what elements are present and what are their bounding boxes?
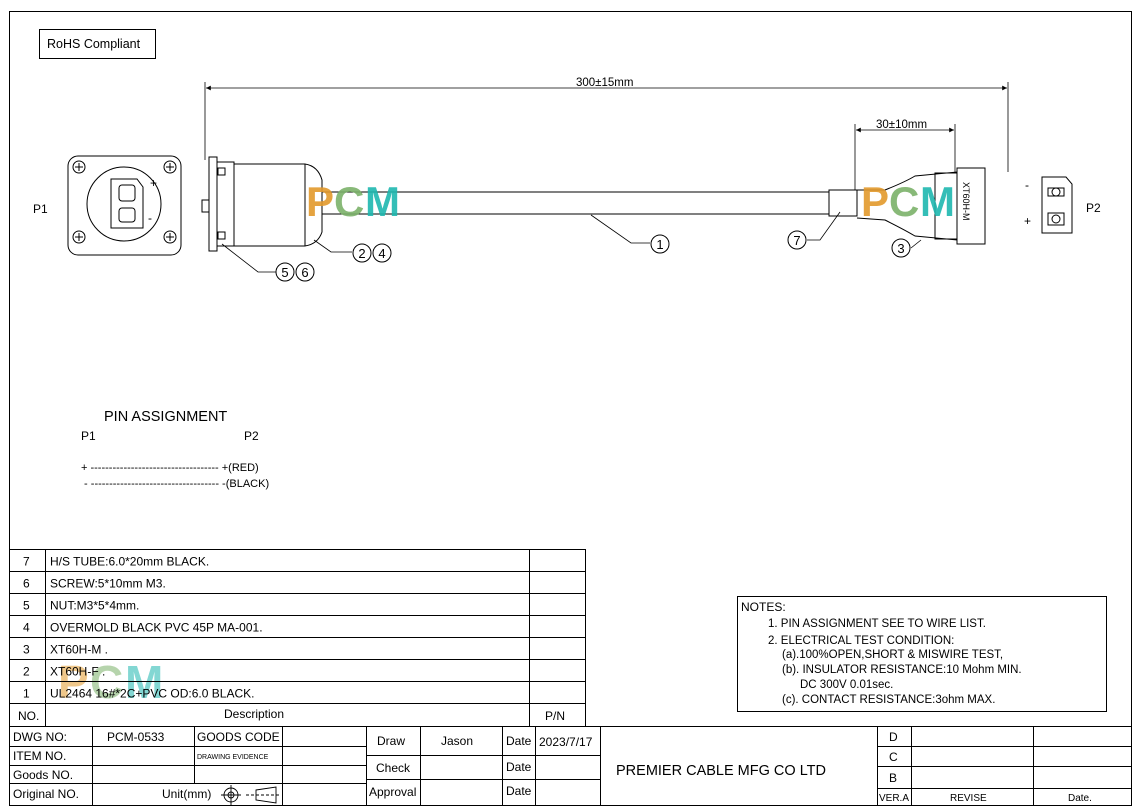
watermark-left-c: C [334, 178, 364, 225]
bom-row-no: 7 [23, 555, 30, 569]
notes-line-2: 2. ELECTRICAL TEST CONDITION: [768, 635, 954, 647]
callout-5: 5 [275, 262, 295, 282]
dwg-no-label: DWG NO: [13, 730, 67, 744]
svg-text:5: 5 [281, 265, 288, 280]
bom-row-no: 1 [23, 687, 30, 701]
unit-label: Unit(mm) [162, 787, 211, 801]
bom-row-no: 5 [23, 599, 30, 613]
svg-text:7: 7 [793, 233, 800, 248]
p2-connector-side [828, 167, 986, 245]
date-label-draw: Date [506, 734, 532, 748]
overall-dimension-label: 300±15mm [576, 77, 633, 89]
bom-table [9, 549, 586, 727]
pin-col-p1: P1 [81, 429, 96, 443]
date-label-approval: Date [506, 784, 532, 798]
p1-connector-side [201, 156, 829, 252]
bom-row-no: 3 [23, 643, 30, 657]
notes-line-1: 1. PIN ASSIGNMENT SEE TO WIRE LIST. [768, 618, 986, 630]
svg-text:4: 4 [378, 246, 385, 261]
watermark-right-p: P [861, 178, 889, 225]
svg-text:6: 6 [301, 265, 308, 280]
p2-label: P2 [1086, 201, 1101, 215]
p1-label: P1 [33, 202, 48, 216]
notes-line-6: (c). CONTACT RESISTANCE:3ohm MAX. [782, 694, 995, 706]
projection-symbol-icon [221, 785, 281, 805]
svg-text:2: 2 [358, 246, 365, 261]
goods-code-label: GOODS CODE [197, 730, 280, 744]
notes-box [737, 596, 1107, 712]
date-value: 2023/7/17 [539, 735, 593, 749]
callout-1: 1 [650, 234, 670, 254]
callout-3: 3 [891, 238, 911, 258]
p2-connector-front [1041, 176, 1073, 234]
original-no-label: Original NO. [13, 787, 79, 801]
watermark-left-m: M [365, 178, 400, 225]
watermark-left: P C M [306, 178, 400, 225]
rohs-label: RoHS Compliant [47, 37, 141, 51]
bom-row-no: 4 [23, 621, 30, 635]
pin-assignment-title: PIN ASSIGNMENT [104, 409, 227, 425]
notes-title: NOTES: [741, 600, 786, 614]
date2-label: Date. [1068, 793, 1092, 804]
pin-row-black: - ----------------------------------- -(… [81, 478, 269, 490]
bom-row-description: XT60H-M . [50, 643, 108, 657]
drawing-evidence-label: DRAWING EVIDENCE [197, 754, 269, 761]
check-label: Check [376, 761, 411, 775]
bom-rows: 7 H/S TUBE:6.0*20mm BLACK. 6 SCREW:5*10mm … [23, 555, 263, 701]
bom-row-description: UL2464 16#*2C+PVC OD:6.0 BLACK. [50, 687, 254, 701]
company-name: PREMIER CABLE MFG CO LTD [616, 763, 826, 779]
callout-7: 7 [787, 230, 807, 250]
svg-text:3: 3 [897, 241, 904, 256]
callout-6: 6 [295, 262, 315, 282]
pin-row-red: + ----------------------------------- +(… [81, 462, 259, 474]
xt60-label: XT60H-M [961, 182, 971, 221]
end-dimension-label: 30±10mm [876, 119, 927, 131]
bom-row-description: SCREW:5*10mm M3. [50, 577, 166, 591]
notes-line-5: DC 300V 0.01sec. [800, 679, 893, 691]
bom-row-description: NUT:M3*5*4mm. [50, 599, 139, 613]
draw-value: Jason [441, 734, 473, 748]
p2-plus-sign: + [1024, 214, 1031, 228]
notes-line-3: (a).100%OPEN,SHORT & MISWIRE TEST, [782, 649, 1003, 661]
watermark-right-c: C [889, 178, 919, 225]
title-block-grid [9, 726, 1132, 806]
p1-connector-front [67, 155, 182, 256]
svg-text:1: 1 [656, 237, 663, 252]
p1-minus-sign: - [148, 211, 152, 225]
ver-label: VER.A [879, 793, 909, 804]
bom-row-no: 6 [23, 577, 30, 591]
item-no-label: ITEM NO. [13, 749, 66, 763]
date-label-check: Date [506, 760, 532, 774]
approval-label: Approval [369, 785, 416, 799]
bom-row-no: 2 [23, 665, 30, 679]
rev-row-c: C [889, 750, 898, 764]
pin-col-p2: P2 [244, 429, 259, 443]
rev-row-d: D [889, 730, 898, 744]
bom-row-description: OVERMOLD BLACK PVC 45P MA-001. [50, 621, 263, 635]
end-dimension [854, 124, 956, 190]
rev-row-b: B [889, 771, 897, 785]
callout-2: 2 [352, 243, 372, 263]
leaders [221, 211, 922, 273]
watermark-right: P C M [861, 178, 955, 225]
watermark-right-m: M [920, 178, 955, 225]
bom-header-no: NO. [18, 709, 39, 723]
goods-no-label: Goods NO. [13, 768, 73, 782]
revise-label: REVISE [950, 793, 987, 804]
p1-plus-sign: + [150, 176, 157, 190]
bom-row-description: H/S TUBE:6.0*20mm BLACK. [50, 555, 209, 569]
bom-header-desc: Description [224, 707, 284, 721]
p2-minus-sign: - [1025, 178, 1029, 192]
overall-dimension [204, 82, 1009, 172]
rohs-box [39, 29, 156, 59]
draw-label: Draw [377, 734, 405, 748]
notes-line-4: (b). INSULATOR RESISTANCE:10 Mohm MIN. [782, 664, 1022, 676]
bom-row-description: XT60H-F . [50, 665, 105, 679]
bom-header-pn: P/N [545, 709, 565, 723]
watermark-left-p: P [306, 178, 334, 225]
dwg-no-value: PCM-0533 [107, 730, 165, 744]
callout-4: 4 [372, 243, 392, 263]
